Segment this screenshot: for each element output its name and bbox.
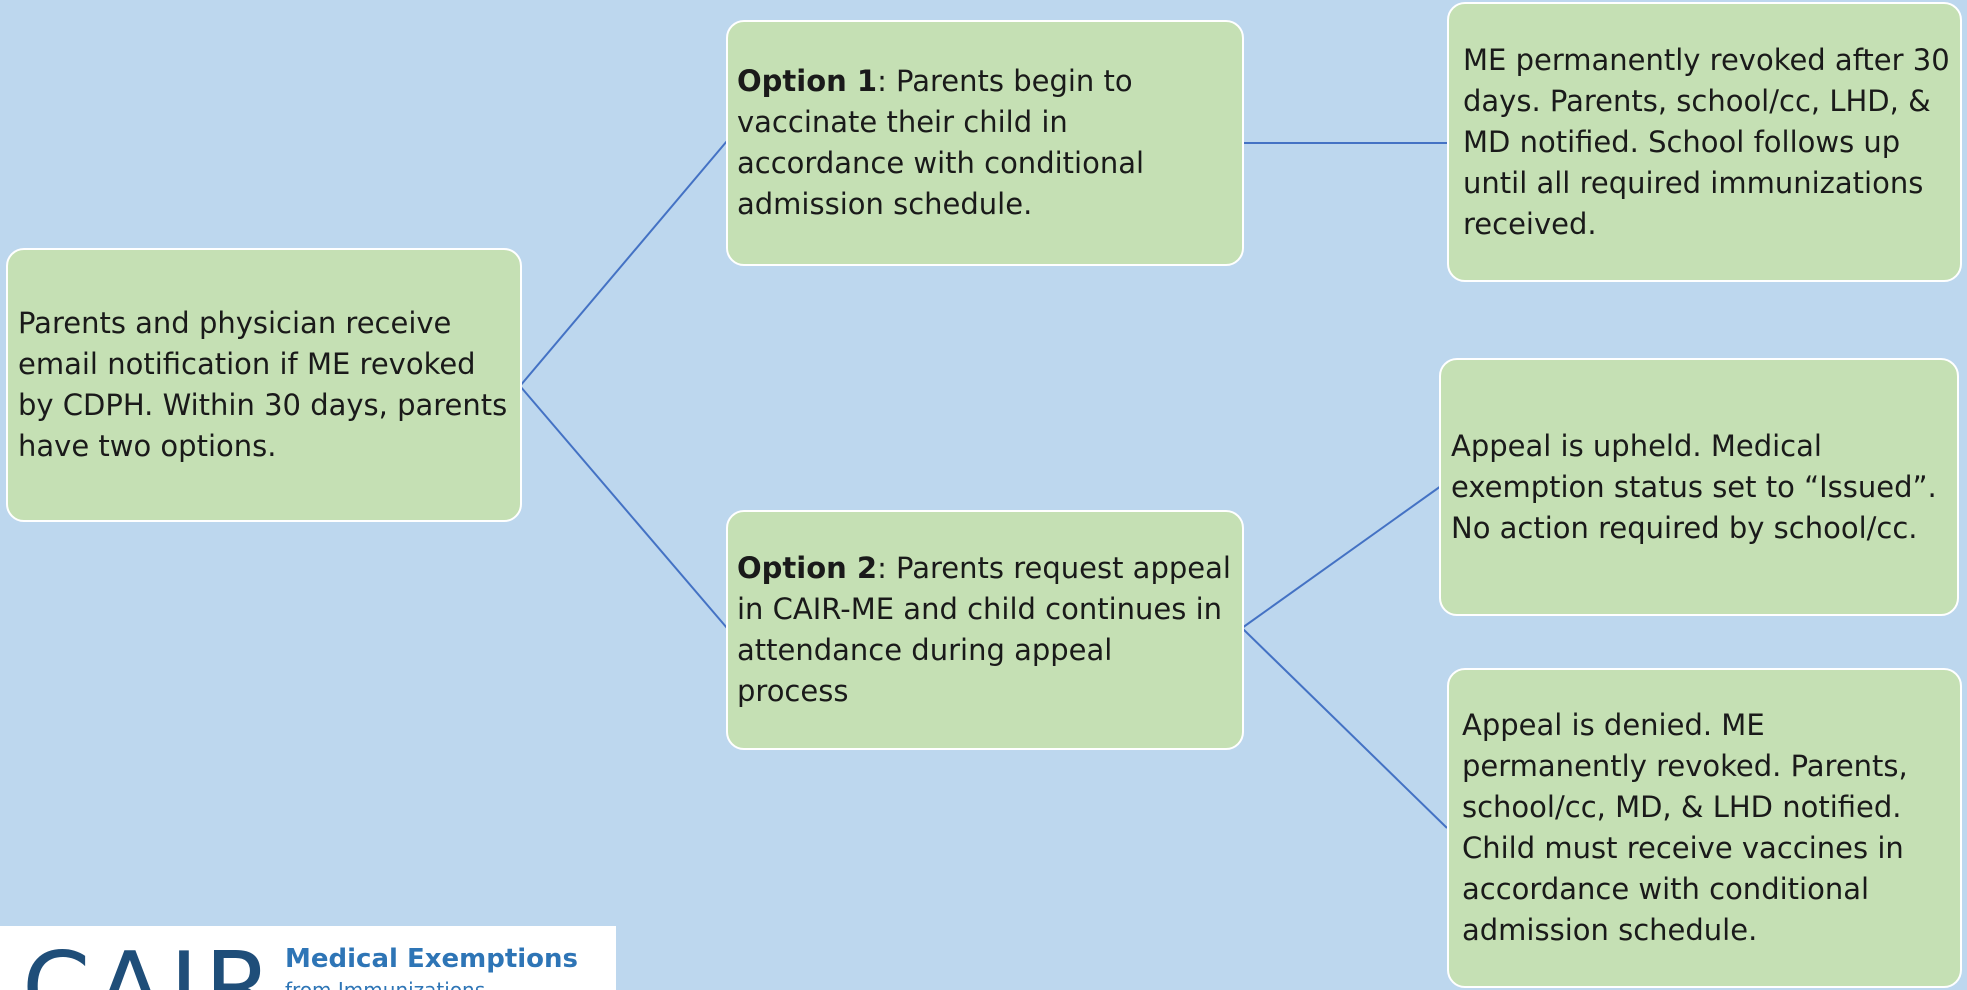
denied-node-text: Appeal is denied. ME permanently revoked… <box>1462 708 1908 947</box>
revoked-node: ME permanently revoked after 30 days. Pa… <box>1447 2 1962 282</box>
option2-node-content: Option 2: Parents request appeal in CAIR… <box>737 548 1232 712</box>
start-node: Parents and physician receive email noti… <box>6 248 522 522</box>
start-node-text: Parents and physician receive email noti… <box>18 306 508 463</box>
logo-tagline: Medical Exemptions <box>285 944 579 974</box>
option2-node: Option 2: Parents request appeal in CAIR… <box>726 510 1244 750</box>
option1-text: : Parents begin to vaccinate their child… <box>737 64 1145 221</box>
logo-subtagline: from Immunizations <box>285 978 486 990</box>
option1-node-content: Option 1: Parents begin to vaccinate the… <box>737 61 1232 225</box>
connector-start-option2 <box>519 385 728 629</box>
upheld-node-text: Appeal is upheld. Medical exemption stat… <box>1451 428 1937 545</box>
revoked-node-text: ME permanently revoked after 30 days. Pa… <box>1463 42 1950 241</box>
connector-start-option1 <box>519 140 728 387</box>
option2-text: : Parents request appeal in CAIR-ME and … <box>737 551 1231 708</box>
cair-wordmark: CAIR <box>22 932 279 990</box>
connector-option2-upheld <box>1241 485 1442 629</box>
connector-option2-denied <box>1241 627 1448 829</box>
option1-label: Option 1 <box>737 64 878 98</box>
cair-logo: CAIR Medical Exemptions from Immunizatio… <box>0 926 616 990</box>
option1-node: Option 1: Parents begin to vaccinate the… <box>726 20 1244 266</box>
option2-label: Option 2 <box>737 551 878 585</box>
denied-node: Appeal is denied. ME permanently revoked… <box>1447 668 1962 988</box>
upheld-node: Appeal is upheld. Medical exemption stat… <box>1439 358 1959 616</box>
